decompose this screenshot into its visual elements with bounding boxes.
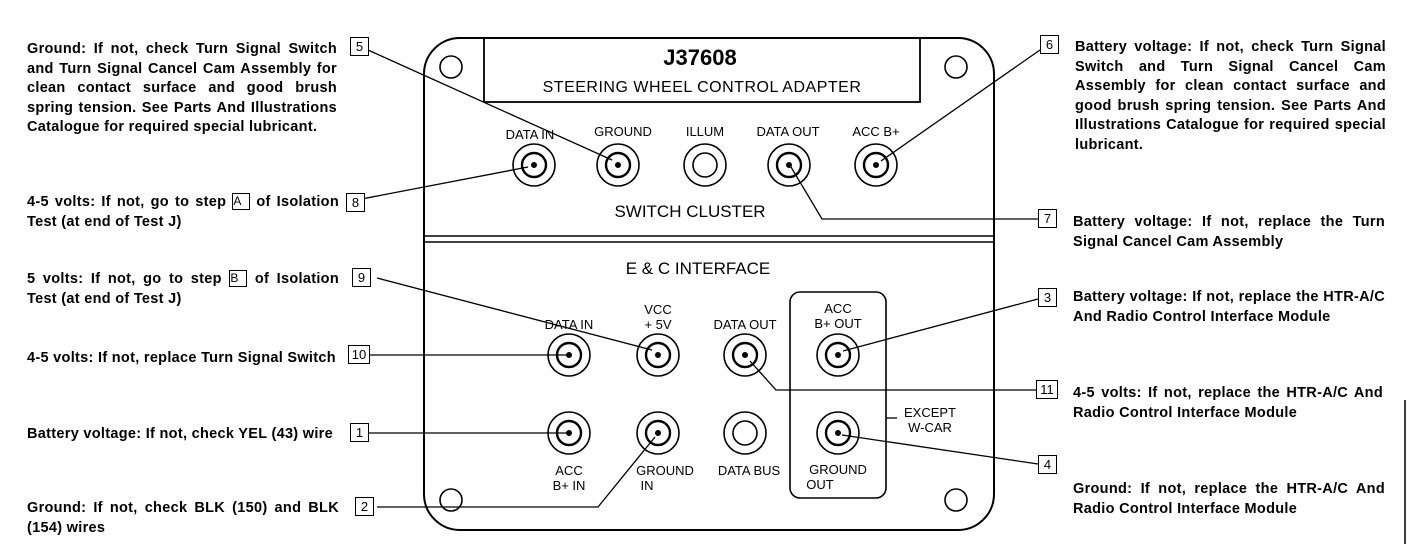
switch-label-acc-b-plus: ACC B+ [852, 124, 900, 139]
ec-label-acc-out-line1: ACC [824, 301, 852, 316]
callout-9: 9 [352, 268, 371, 287]
note-7-cancel-cam: Battery voltage: If not, replace the Tur… [1073, 214, 1385, 250]
ec-label-ground-in-line2: IN [640, 478, 654, 493]
note-11-htr-module: 4-5 volts: If not, replace the HTR-A/C A… [1073, 385, 1383, 421]
jack-ec-acc-b-plus-out [816, 333, 860, 377]
mounting-hole [439, 55, 463, 79]
note-6-battery-turn-signal: Battery voltage: If not, check Turn Sign… [1075, 39, 1386, 153]
step-b-box: B [229, 270, 248, 287]
leader-line-6 [880, 49, 1041, 162]
callout-7: 7 [1038, 209, 1057, 228]
except-w-car-line1: EXCEPT [903, 405, 956, 420]
leader-line-9 [376, 277, 653, 351]
title-block-frame [483, 37, 921, 103]
callout-10: 10 [348, 345, 370, 364]
jack-ec-ground-out [816, 411, 860, 455]
mounting-hole [944, 55, 968, 79]
jack-switch-illum [683, 143, 727, 187]
note-9-isolation-step-b: 5 volts: If not, go to step B of Isolati… [27, 270, 339, 309]
ec-interface-label: E & C INTERFACE [625, 259, 771, 278]
jack-switch-ground [596, 143, 640, 187]
leader-line-11 [749, 360, 1038, 391]
leader-line-2 [377, 436, 656, 508]
callout-5: 5 [350, 37, 369, 56]
note-1-yel-wire: Battery voltage: If not, check YEL (43) … [27, 426, 333, 442]
ec-label-data-out: DATA OUT [713, 317, 777, 332]
ec-label-acc-in-line1: ACC [555, 463, 583, 478]
callout-8: 8 [346, 193, 365, 212]
note-8-isolation-step-a: 4-5 volts: If not, go to step A of Isola… [27, 193, 339, 232]
note-9-text-start: 5 volts: If not, go to step [27, 271, 222, 287]
callout-1: 1 [350, 423, 369, 442]
note-10-turn-signal-switch: 4-5 volts: If not, replace Turn Signal S… [27, 350, 336, 366]
callout-2: 2 [355, 497, 374, 516]
adapter-panel-outline [423, 37, 995, 531]
callout-3: 3 [1038, 288, 1057, 307]
note-3-htr-module: Battery voltage: If not, replace the HTR… [1073, 289, 1385, 325]
switch-label-ground: GROUND [594, 124, 652, 139]
callout-4: 4 [1038, 455, 1057, 474]
ec-label-acc-in-line2: B+ IN [552, 478, 586, 493]
ec-label-vcc-line1: VCC [644, 302, 672, 317]
note-9-text-end: of Isolation Test (at end of Test J) [27, 271, 339, 307]
note-5-ground-turn-signal: Ground: If not, check Turn Signal Switch… [27, 41, 337, 135]
switch-cluster-label: SWITCH CLUSTER [614, 202, 766, 221]
callout-11: 11 [1036, 380, 1058, 399]
jack-ec-ground-in [636, 411, 680, 455]
callout-6: 6 [1040, 35, 1059, 54]
ec-label-ground-out-line1: GROUND [809, 462, 867, 477]
leader-line-3 [842, 298, 1039, 352]
switch-label-data-out: DATA OUT [756, 124, 820, 139]
jack-ec-data-bus [723, 411, 767, 455]
leader-line-4 [841, 434, 1039, 465]
ec-label-ground-out-line2: OUT [806, 477, 834, 492]
ec-label-vcc-line2: + 5V [644, 317, 672, 332]
note-2-blk-wires: Ground: If not, check BLK (150) and BLK … [27, 500, 339, 536]
adapter-subtitle: STEERING WHEEL CONTROL ADAPTER [542, 79, 862, 96]
step-a-box: A [232, 193, 251, 210]
leader-line-7 [790, 166, 1038, 220]
note-8-text-end: of Isolation Test (at end of Test J) [27, 194, 339, 230]
switch-label-data-in: DATA IN [505, 127, 555, 142]
ec-label-acc-out-line2: B+ OUT [814, 316, 862, 331]
jack-switch-acc-b-plus [854, 143, 898, 187]
ec-label-data-bus: DATA BUS [717, 463, 781, 478]
jack-switch-data-in [512, 143, 556, 187]
mounting-hole [439, 488, 463, 512]
ec-label-data-in: DATA IN [544, 317, 594, 332]
leader-line-8 [345, 166, 529, 203]
except-w-car-enclosure [789, 291, 887, 499]
jack-switch-data-out [767, 143, 811, 187]
note-8-text-start: 4-5 volts: If not, go to step [27, 194, 227, 210]
jack-ec-vcc [636, 333, 680, 377]
leader-line-5 [367, 49, 613, 161]
part-number: J37608 [663, 45, 737, 70]
note-4-htr-module: Ground: If not, replace the HTR-A/C And … [1073, 481, 1385, 517]
switch-label-illum: ILLUM [685, 124, 725, 139]
except-w-car-line2: W-CAR [908, 420, 952, 435]
mounting-hole [944, 488, 968, 512]
ec-label-ground-in-line1: GROUND [636, 463, 694, 478]
jack-ec-data-out [723, 333, 767, 377]
